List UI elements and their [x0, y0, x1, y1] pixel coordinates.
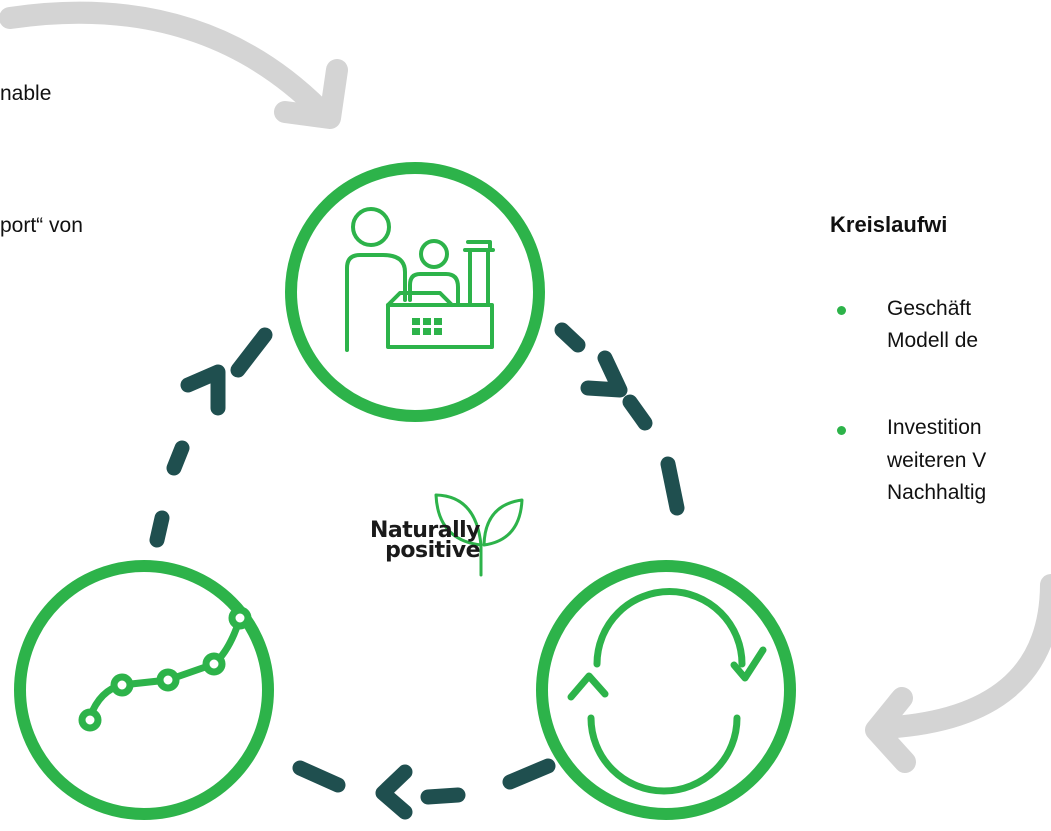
growth-circle [14, 560, 274, 820]
bullet-2-line-2: weiteren V [887, 449, 987, 472]
sprout-icon [434, 493, 524, 577]
left-text-line-2: port“ von [0, 214, 83, 237]
bullet-1-line-2: Modell de [887, 329, 979, 352]
growth-line-icon [78, 606, 252, 732]
bullet-2-line-1: Investition [887, 416, 982, 439]
left-text-line-1: nable [0, 82, 52, 105]
top-curved-arrow [0, 1, 348, 129]
naturally-positive-logo: Naturally positive [340, 518, 481, 563]
bottom-curved-arrow [865, 574, 1051, 773]
bullet-dot-1 [837, 306, 846, 315]
bullet-1-line-1: Geschäft [887, 297, 972, 320]
bullet-dot-2 [837, 426, 846, 435]
refresh-cycle-icon [567, 588, 767, 795]
right-panel-heading: Kreislaufwi [830, 212, 948, 237]
cycle-arrowheads [180, 350, 628, 820]
factory-windows [412, 318, 442, 335]
dashed-cycle [149, 322, 685, 805]
logo-line-1: Naturally [369, 518, 481, 543]
people-factory-icon [345, 207, 495, 352]
logo-line-2: positive [385, 538, 480, 563]
bullet-2-line-3: Nachhaltig [887, 481, 987, 504]
